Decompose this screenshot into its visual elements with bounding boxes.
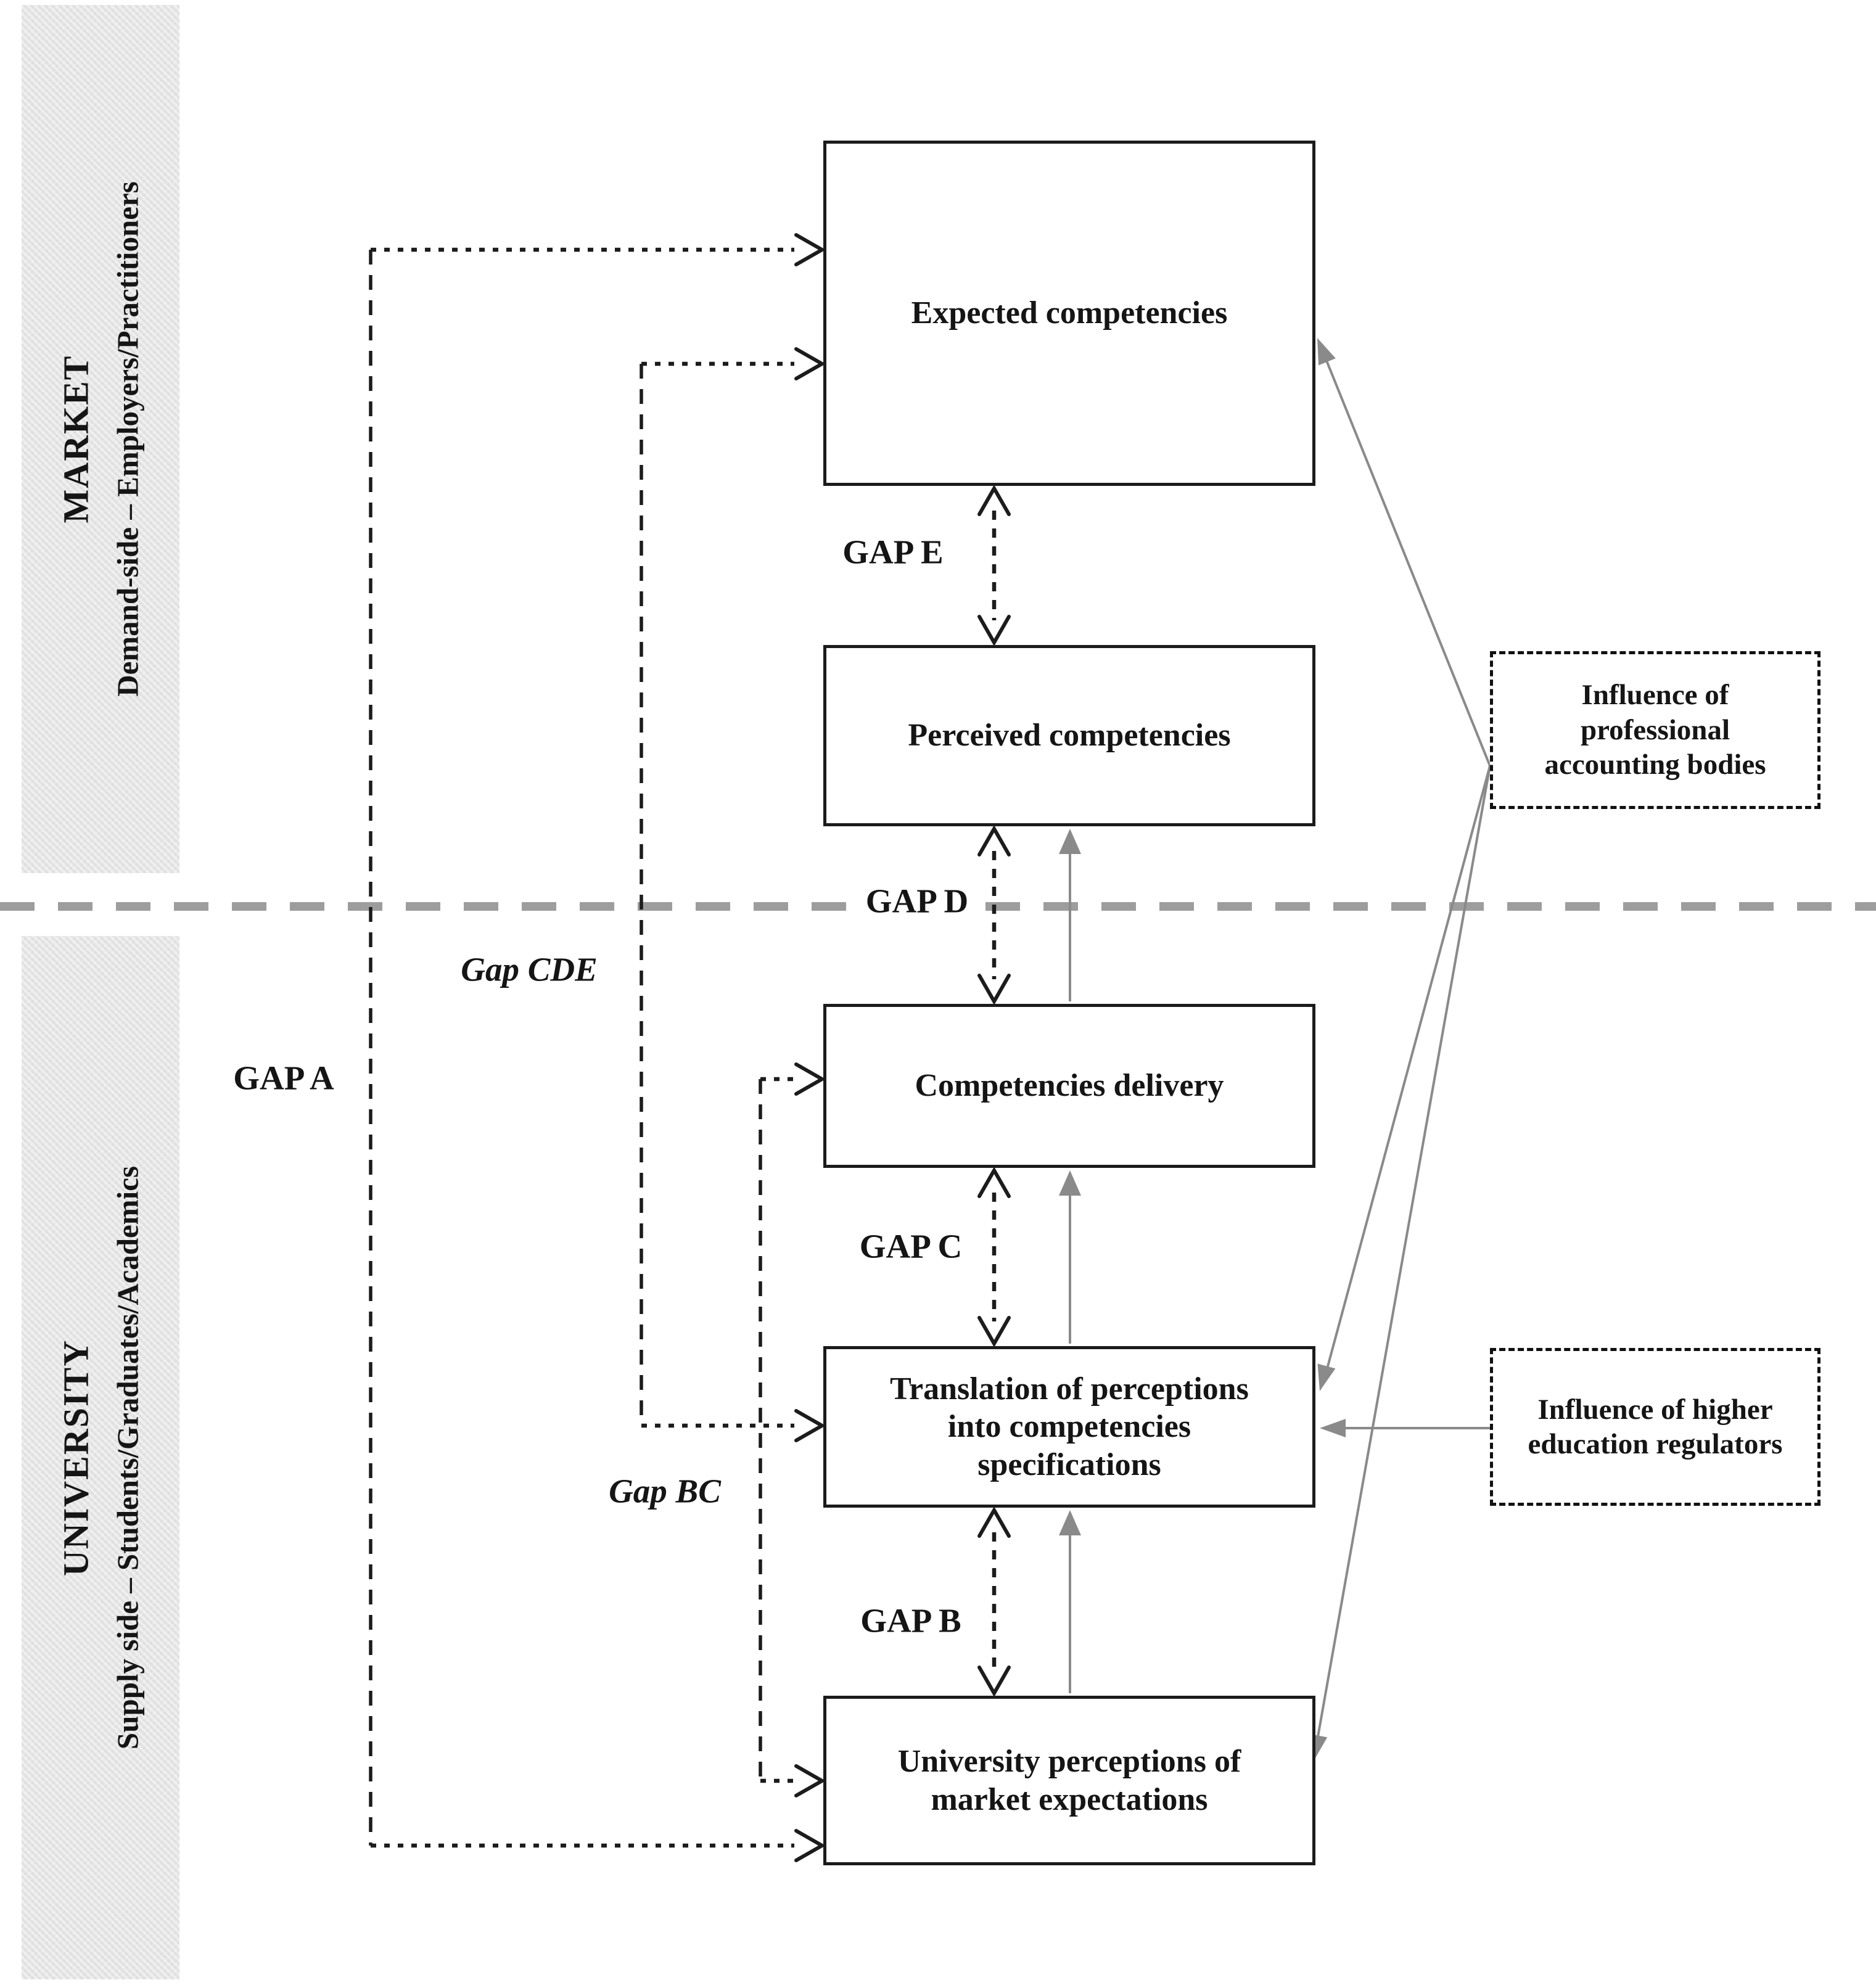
gap-d-arrowhead-down — [977, 974, 1011, 1006]
gap-e-arrowhead-down — [977, 615, 1011, 647]
flow-arrowhead-into-delivery — [1059, 1170, 1081, 1196]
expected-competencies-box: Expected competencies — [823, 141, 1315, 486]
flow-arrowhead-into-perceived — [1059, 829, 1081, 854]
gap-b-label: GAP B — [860, 1601, 961, 1640]
university-band: UNIVERSITY Supply side – Students/Gradua… — [22, 936, 179, 1979]
expected-competencies-label: Expected competencies — [911, 295, 1228, 331]
gap-cde-label: Gap CDE — [461, 950, 598, 988]
gap-c-label: GAP C — [859, 1227, 963, 1265]
market-band-title: MARKET — [56, 355, 96, 524]
gap-d-label: GAP D — [852, 877, 982, 924]
gap-c-arrowhead-up — [977, 1166, 1011, 1198]
higher-education-regulators-box: Influence of higher education regulators — [1490, 1348, 1820, 1506]
market-band: MARKET Demand-side – Employers/Practitio… — [22, 5, 179, 873]
university-perceptions-box: University perceptions of market expecta… — [823, 1696, 1315, 1865]
competencies-delivery-label: Competencies delivery — [915, 1068, 1224, 1104]
gap-d-arrowhead-up — [977, 824, 1011, 856]
market-band-subtitle: Demand-side – Employers/Practitioners — [110, 181, 145, 697]
market-band-text: MARKET Demand-side – Employers/Practitio… — [56, 181, 145, 697]
gap-e-arrowhead-up — [977, 484, 1011, 516]
arrowhead-into-expected-lower — [794, 347, 826, 380]
university-band-text: UNIVERSITY Supply side – Students/Gradua… — [56, 1165, 145, 1750]
professional-accounting-bodies-box: Influence of professional accounting bod… — [1490, 651, 1820, 809]
professional-accounting-bodies-label: Influence of professional accounting bod… — [1544, 679, 1766, 781]
influence-arrowhead-into-translation-diagonal — [1317, 1363, 1336, 1391]
higher-education-regulators-label: Influence of higher education regulators — [1528, 1393, 1783, 1460]
arrowhead-into-university-lower — [794, 1829, 826, 1862]
influence-line-bodies-to-translation — [1323, 765, 1491, 1381]
gap-a-label: GAP A — [233, 1059, 334, 1097]
influence-arrowhead-into-translation-horizontal — [1320, 1419, 1346, 1437]
arrowhead-into-expected-top — [794, 233, 826, 266]
university-perceptions-label: University perceptions of market expecta… — [897, 1744, 1241, 1817]
translation-of-perceptions-label: Translation of perceptions into competen… — [890, 1371, 1249, 1482]
university-band-title: UNIVERSITY — [56, 1339, 96, 1577]
gap-b-arrowhead-up — [977, 1506, 1011, 1538]
gap-c-arrowhead-down — [977, 1316, 1011, 1348]
influence-line-bodies-to-expected — [1322, 351, 1491, 766]
perceived-competencies-box: Perceived competencies — [823, 645, 1315, 826]
competencies-delivery-box: Competencies delivery — [823, 1004, 1315, 1168]
gap-b-arrowhead-down — [977, 1666, 1011, 1698]
influence-line-bodies-to-university — [1316, 765, 1491, 1741]
translation-of-perceptions-box: Translation of perceptions into competen… — [823, 1346, 1315, 1508]
arrowhead-into-university-upper — [794, 1764, 826, 1797]
gap-bc-label: Gap BC — [609, 1472, 721, 1510]
gap-e-label: GAP E — [842, 533, 944, 571]
influence-arrowhead-into-expected — [1317, 338, 1336, 366]
perceived-competencies-label: Perceived competencies — [908, 718, 1231, 754]
university-band-subtitle: Supply side – Students/Graduates/Academi… — [110, 1165, 145, 1750]
arrowhead-into-translation — [794, 1409, 826, 1442]
flow-arrowhead-into-translation — [1059, 1510, 1081, 1535]
arrowhead-into-delivery — [794, 1062, 826, 1096]
